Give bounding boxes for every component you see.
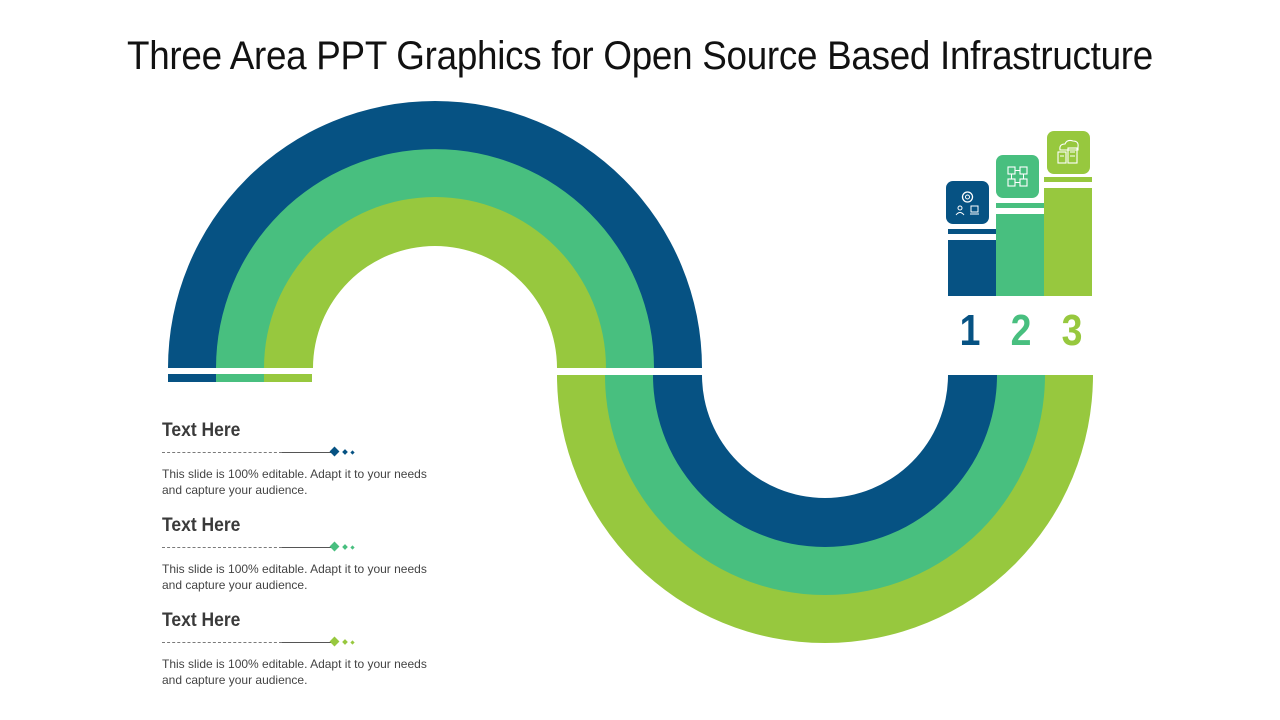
- step-number-1: 1: [959, 306, 981, 355]
- upper-arc-teal: [216, 149, 654, 368]
- lower-arc-lime: [557, 375, 1093, 643]
- step-cap-1: [948, 229, 996, 234]
- text-block-1: Text Here This slide is 100% editable. A…: [162, 420, 462, 498]
- step-bar-1: [948, 240, 996, 296]
- text-block-heading: Text Here: [162, 515, 241, 536]
- network-circuit-icon: [996, 155, 1039, 198]
- text-block-heading: Text Here: [162, 610, 241, 631]
- text-block-body: This slide is 100% editable. Adapt it to…: [162, 562, 427, 592]
- lower-arc-teal: [605, 375, 1045, 595]
- step-number-2: 2: [1010, 306, 1032, 355]
- cloud-building-icon: [1047, 131, 1090, 174]
- divider-line: [162, 446, 362, 458]
- step-cap-3: [1044, 177, 1092, 182]
- slide-title: Three Area PPT Graphics for Open Source …: [127, 34, 1153, 78]
- foot-bar-lime: [264, 374, 312, 382]
- text-block-heading: Text Here: [162, 420, 241, 441]
- step-number-3: 3: [1061, 306, 1083, 355]
- diamond-bullet: [329, 636, 340, 647]
- text-block-body: This slide is 100% editable. Adapt it to…: [162, 657, 427, 687]
- foot-bar-teal: [216, 374, 264, 382]
- text-block-2: Text Here This slide is 100% editable. A…: [162, 515, 462, 593]
- divider-line: [162, 636, 362, 648]
- text-block-body: This slide is 100% editable. Adapt it to…: [162, 467, 427, 497]
- lower-arc-navy: [653, 375, 997, 547]
- diamond-bullet: [329, 446, 340, 457]
- foot-bar-navy: [168, 374, 216, 382]
- diamond-bullet: [329, 541, 340, 552]
- upper-arc-navy: [168, 101, 702, 368]
- step-bar-2: [996, 214, 1044, 296]
- step-cap-2: [996, 203, 1044, 208]
- upper-arc-lime: [264, 197, 606, 368]
- settings-users-icon: [946, 181, 989, 224]
- step-bar-3: [1044, 188, 1092, 296]
- text-block-3: Text Here This slide is 100% editable. A…: [162, 610, 462, 688]
- divider-line: [162, 541, 362, 553]
